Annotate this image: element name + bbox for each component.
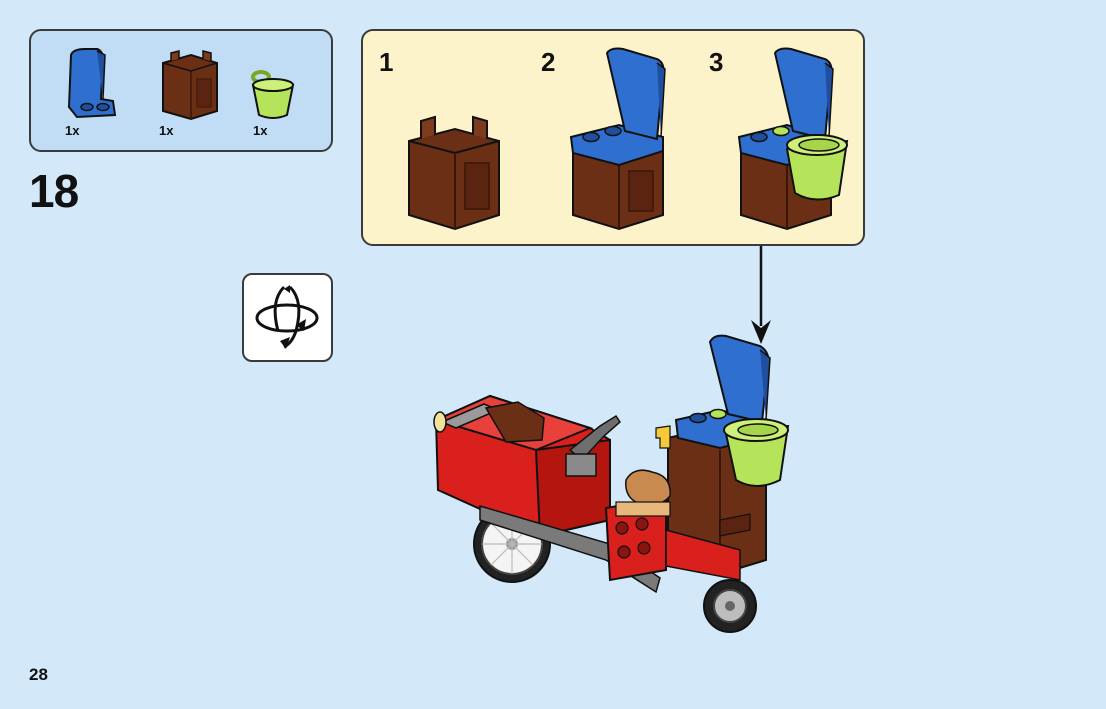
- sub-step-3-number: 3: [709, 47, 724, 77]
- step-number: 18: [29, 165, 79, 217]
- sub-step-3-seat-bucket-image: [737, 47, 849, 231]
- rotate-model-icon: [255, 285, 319, 349]
- sub-assembly-box: 1 2 3: [361, 29, 865, 246]
- sub-step-2-seat-on-crate-image: [569, 47, 666, 231]
- placement-arrow-icon: [751, 246, 771, 344]
- sub-step-1-number: 1: [379, 47, 394, 77]
- part-qty-crate: 1x: [159, 123, 174, 138]
- sub-step-2-number: 2: [541, 47, 556, 77]
- part-qty-seat: 1x: [65, 123, 80, 138]
- blue-seat-part-icon: [67, 48, 117, 119]
- sub-step-1-crate-image: [408, 115, 500, 231]
- rotate-model-box: [242, 273, 333, 362]
- lime-bucket-part-icon: [251, 70, 295, 119]
- parts-callout: 1x 1x 1x: [29, 29, 333, 152]
- vehicle-model-image: [433, 334, 790, 633]
- part-qty-bucket: 1x: [253, 123, 268, 138]
- brown-crate-part-icon: [162, 50, 218, 121]
- page-number: 28: [29, 665, 48, 684]
